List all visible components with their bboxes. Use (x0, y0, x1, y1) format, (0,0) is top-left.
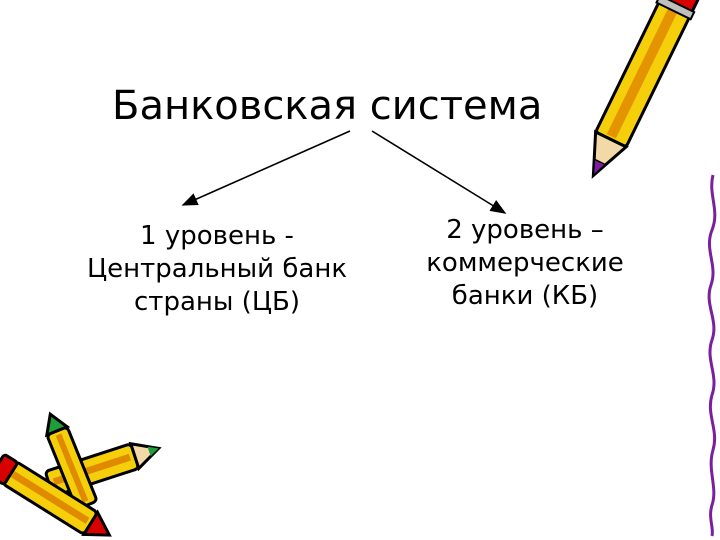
arrow-to-level-2 (371, 130, 507, 214)
level-1-node: 1 уровень - Центральный банк страны (ЦБ) (72, 220, 362, 319)
level-2-line-1: 2 уровень – (446, 215, 604, 245)
level-1-line-1: 1 уровень - (140, 221, 294, 251)
level-2-line-3: банки (КБ) (451, 281, 599, 311)
level-1-line-3: страны (ЦБ) (134, 287, 300, 317)
level-2-line-2: коммерческие (426, 248, 624, 278)
crayons-icon (0, 411, 162, 537)
arrow-to-level-1 (181, 130, 351, 206)
pencil-icon (591, 0, 702, 179)
diagram-title: Банковская система (112, 83, 543, 129)
level-2-node: 2 уровень – коммерческие банки (КБ) (400, 214, 650, 313)
level-1-line-2: Центральный банк (86, 254, 348, 284)
wavy-border-line (707, 174, 717, 537)
